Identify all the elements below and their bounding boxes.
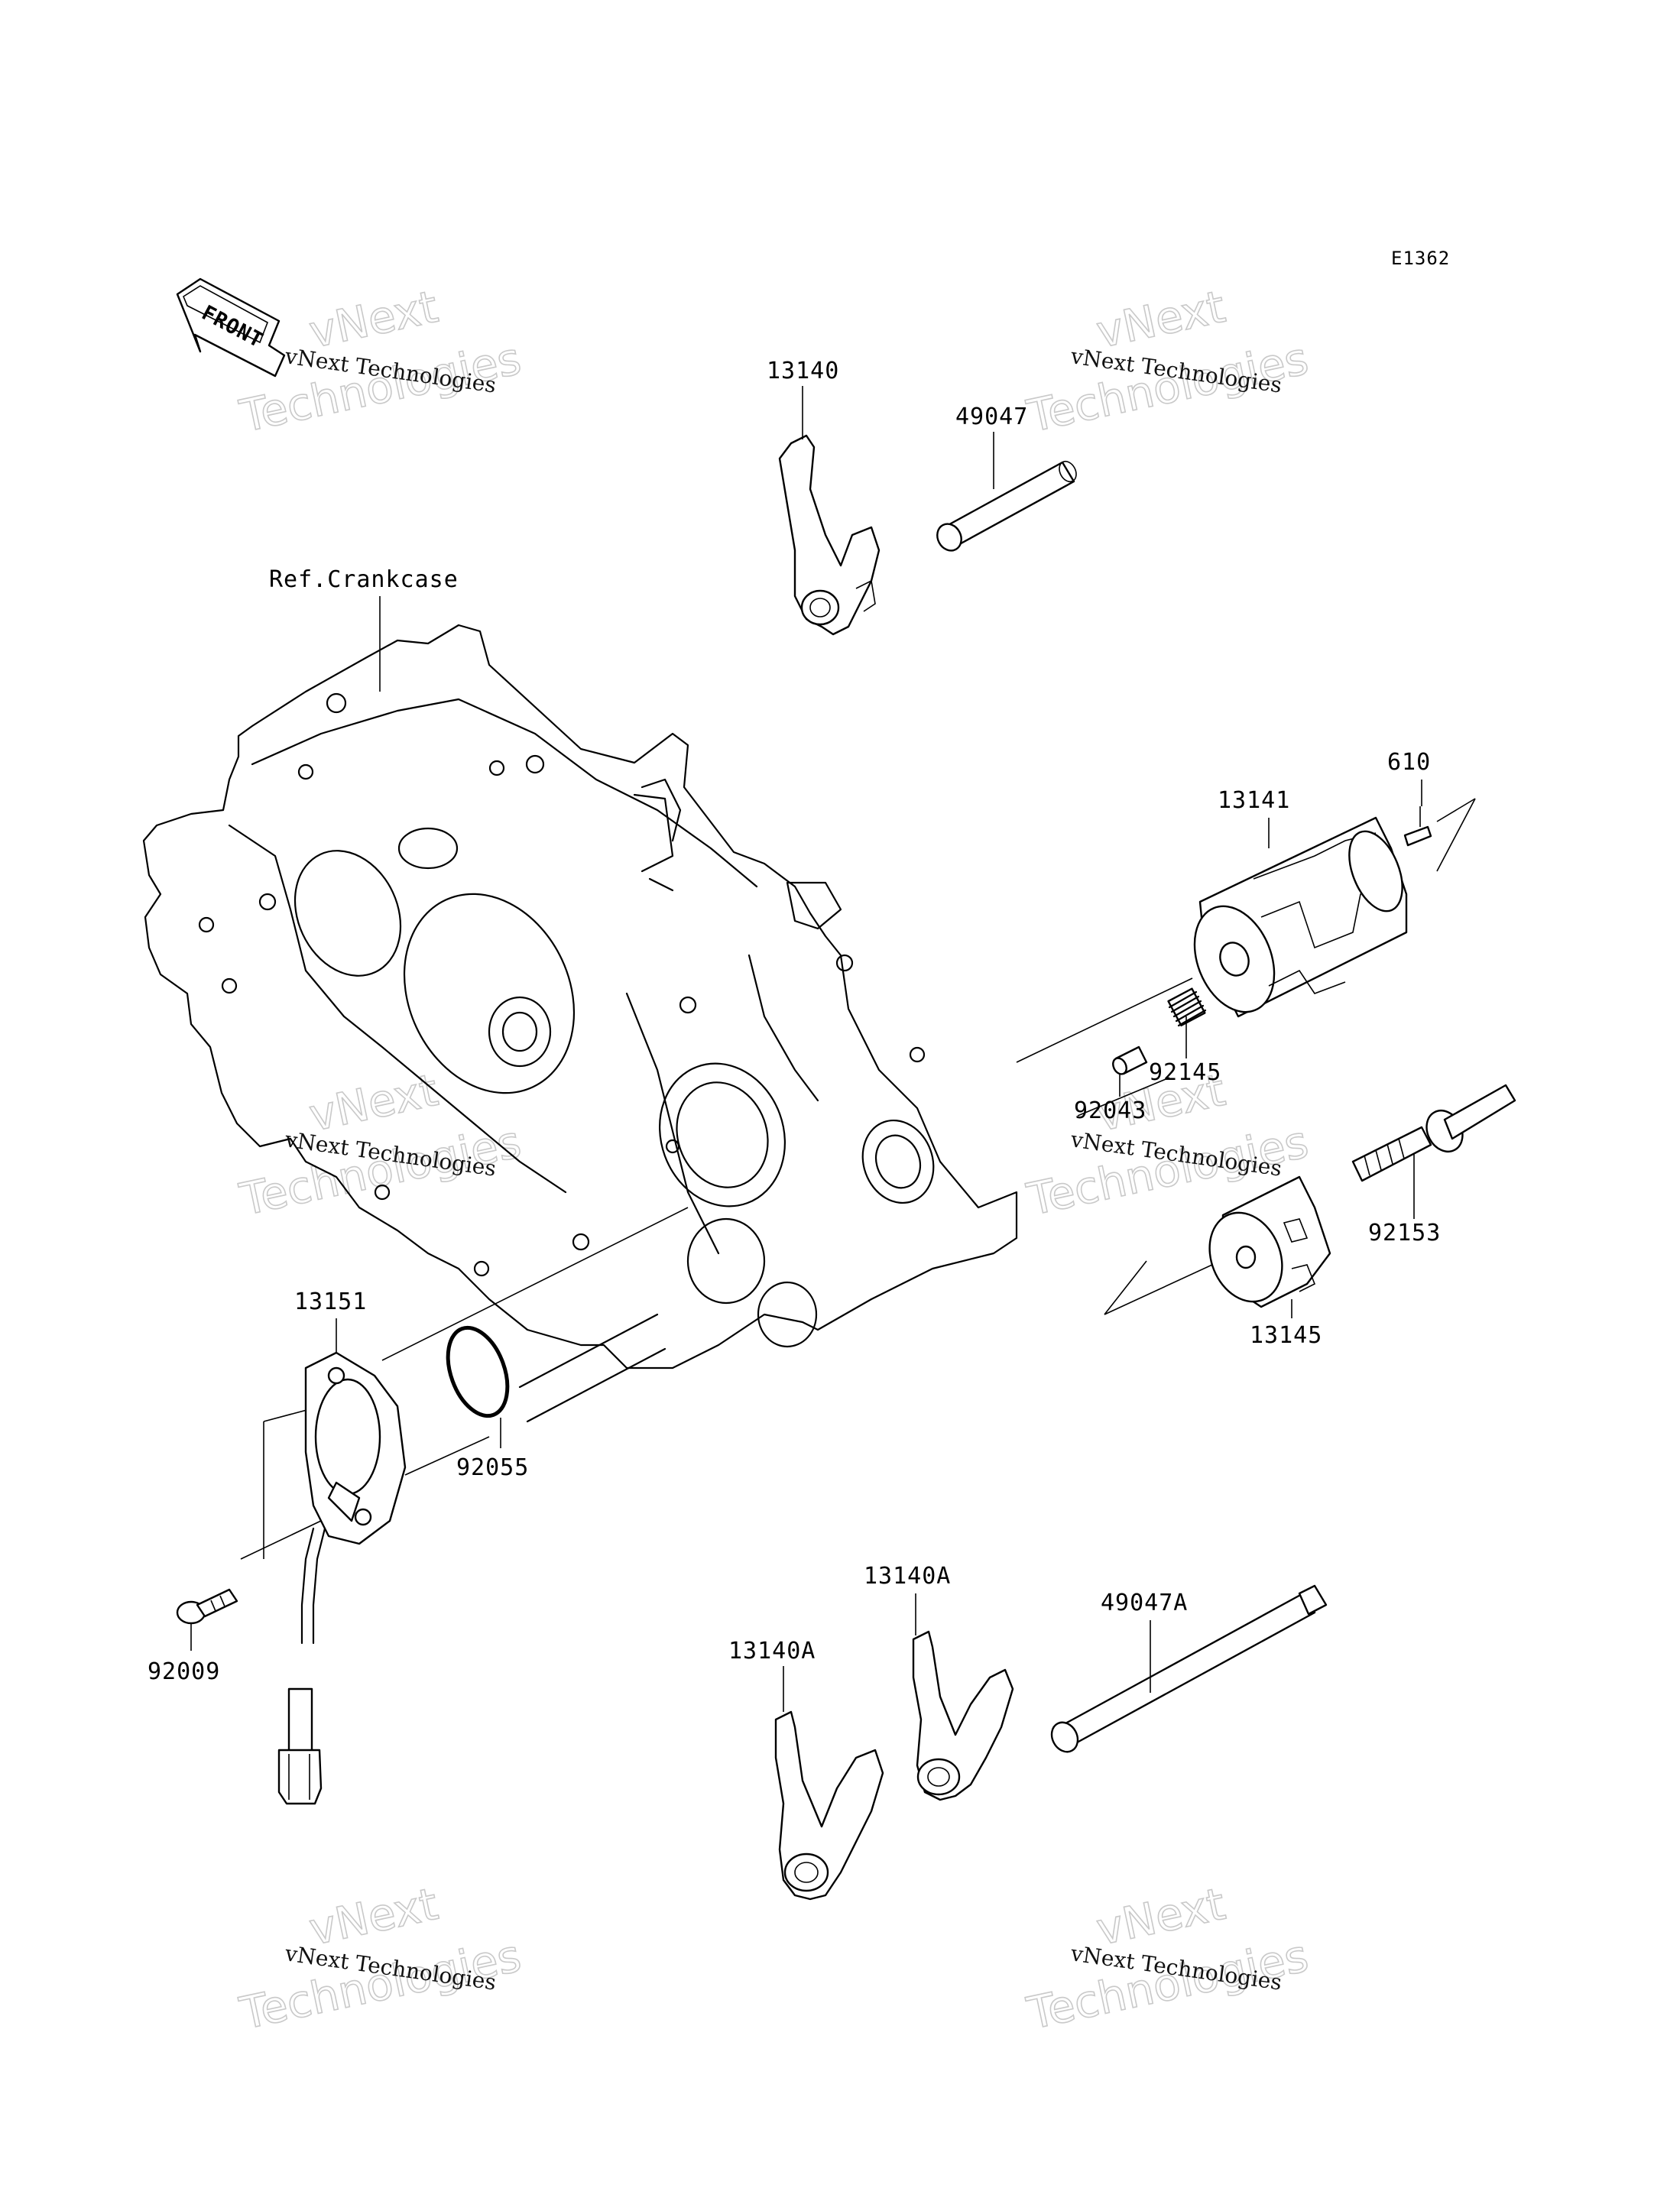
part-label-49047: 49047: [955, 404, 1028, 430]
part-label-92055: 92055: [456, 1454, 529, 1481]
svg-text:vNext: vNext: [305, 280, 443, 358]
part-label-92145: 92145: [1149, 1059, 1221, 1086]
pin-610: [1403, 806, 1432, 847]
o-ring-92055: [446, 1313, 666, 1423]
part-label-13151: 13151: [294, 1289, 367, 1315]
shift-rod-49047a: [1050, 1584, 1328, 1753]
part-label-13141: 13141: [1218, 787, 1290, 814]
shift-rod-49047: [936, 460, 1077, 552]
bolt-92153: [1351, 1084, 1516, 1182]
watermark-bottom-right: vNext Technologies vNext Technologies: [1022, 1877, 1313, 2041]
svg-text:vNext: vNext: [305, 1064, 443, 1142]
diagram-code: E1362: [1391, 248, 1450, 269]
part-label-92009: 92009: [148, 1658, 220, 1685]
part-label-92153: 92153: [1368, 1220, 1441, 1246]
part-label-13140a-right: 13140A: [864, 1563, 951, 1590]
gear-position-sensor-13151: [277, 1351, 407, 1805]
watermark-bottom-left: vNext Technologies vNext Technologies: [235, 1877, 526, 2041]
part-label-610: 610: [1387, 749, 1431, 776]
shift-drum-13141: [1193, 816, 1408, 1018]
svg-text:vNext: vNext: [1092, 280, 1230, 358]
svg-text:vNext: vNext: [1092, 1878, 1230, 1956]
shift-fork-13140a-left: [774, 1710, 884, 1901]
crankcase: [142, 624, 1018, 1370]
shift-fork-13140a-right: [912, 1630, 1014, 1801]
part-label-13145: 13145: [1250, 1322, 1322, 1349]
watermark-top-right: vNext Technologies vNext Technologies: [1022, 280, 1313, 443]
spring-92145: [1167, 987, 1207, 1027]
watermark-middle-left: vNext Technologies vNext Technologies: [235, 1063, 526, 1227]
part-label-13140a-left: 13140A: [728, 1638, 816, 1665]
part-label-13140: 13140: [767, 358, 839, 384]
front-arrow-icon: FRONT: [176, 277, 286, 378]
screw-92009: [176, 1588, 238, 1625]
reference-label: Ref.Crankcase: [269, 566, 459, 593]
shift-cam-13145: [1208, 1175, 1331, 1308]
pin-92043: [1112, 1045, 1148, 1075]
part-label-49047a: 49047A: [1101, 1590, 1188, 1616]
shift-fork-13140: [778, 434, 881, 636]
part-label-92043: 92043: [1074, 1097, 1146, 1124]
svg-text:vNext: vNext: [305, 1878, 443, 1956]
leader-lines: [190, 386, 1422, 1712]
